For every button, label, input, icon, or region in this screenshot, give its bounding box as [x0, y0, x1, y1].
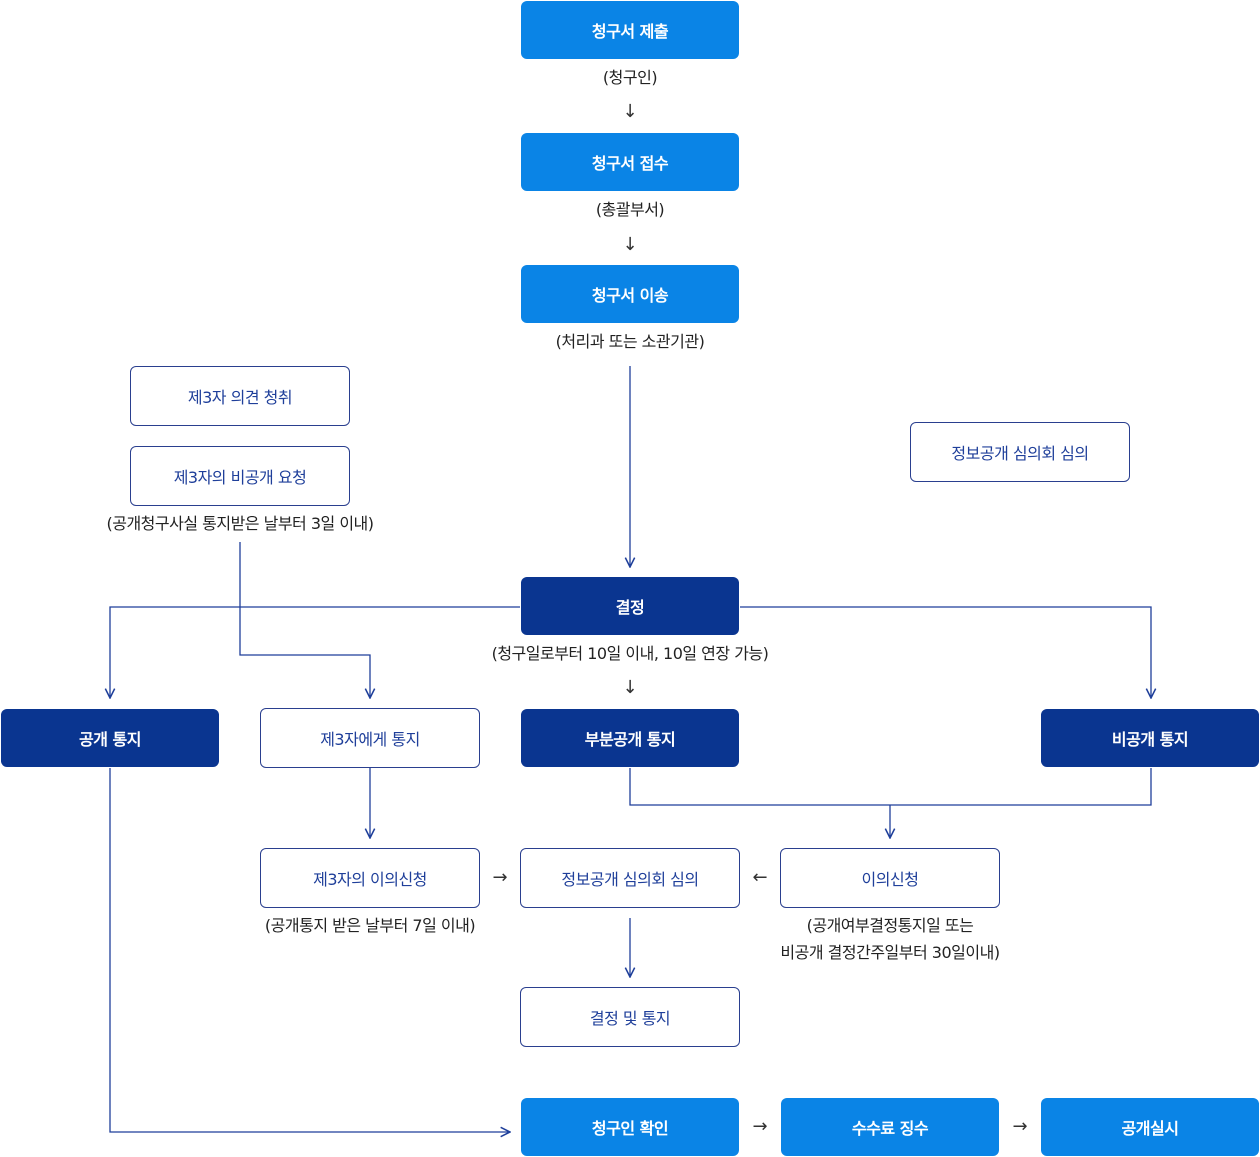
committee-top-box: 정보공개 심의회 심의 — [910, 422, 1130, 482]
left-arrow-icon: ← — [752, 867, 768, 888]
right-arrow-icon: → — [1012, 1116, 1028, 1137]
fee-box: 수수료 징수 — [781, 1098, 999, 1156]
third-nondisclosure-box: 제3자의 비공개 요청 — [130, 446, 350, 506]
objection-box: 이의신청 — [780, 848, 1000, 908]
down-arrow-icon: ↓ — [622, 234, 638, 255]
objection-deadline-note-1: (공개여부결정통지일 또는 — [806, 916, 974, 935]
line-partial-nonpublic-merge — [629, 768, 1152, 806]
third-objection-deadline-note: (공개통지 받은 날부터 7일 이내) — [264, 916, 476, 935]
requester-check-box: 청구인 확인 — [521, 1098, 739, 1156]
public-notice-box: 공개 통지 — [1, 709, 219, 767]
decision-notice-box: 결정 및 통지 — [520, 987, 740, 1047]
right-arrow-icon: → — [752, 1116, 768, 1137]
third-opinion-box: 제3자 의견 청취 — [130, 366, 350, 426]
third-notice-box: 제3자에게 통지 — [260, 708, 480, 768]
line-public-to-requester-check — [109, 768, 510, 1132]
right-arrow-icon: → — [492, 867, 508, 888]
nonpublic-notice-box: 비공개 통지 — [1041, 709, 1259, 767]
decision-deadline-note: (청구일로부터 10일 이내, 10일 연장 가능) — [491, 644, 769, 663]
third-deadline-note: (공개청구사실 통지받은 날부터 3일 이내) — [106, 514, 374, 533]
general-dept-note: (총괄부서) — [595, 200, 665, 219]
receive-box: 청구서 접수 — [521, 133, 739, 191]
execute-box: 공개실시 — [1041, 1098, 1259, 1156]
submit-box: 청구서 제출 — [521, 1, 739, 59]
partial-notice-box: 부분공개 통지 — [521, 709, 739, 767]
decision-box: 결정 — [521, 577, 739, 635]
requester-note: (청구인) — [602, 68, 658, 87]
committee-mid-box: 정보공개 심의회 심의 — [520, 848, 740, 908]
line-decision-to-public — [110, 606, 520, 698]
transfer-box: 청구서 이송 — [521, 265, 739, 323]
objection-deadline-note-2: 비공개 결정간주일부터 30일이내) — [780, 943, 1000, 962]
line-third-to-third-notice — [239, 542, 370, 698]
down-arrow-icon: ↓ — [622, 101, 638, 122]
third-objection-box: 제3자의 이의신청 — [260, 848, 480, 908]
line-decision-to-nonpublic — [740, 606, 1151, 698]
handling-dept-note: (처리과 또는 소관기관) — [555, 332, 705, 351]
down-arrow-icon: ↓ — [622, 677, 638, 698]
